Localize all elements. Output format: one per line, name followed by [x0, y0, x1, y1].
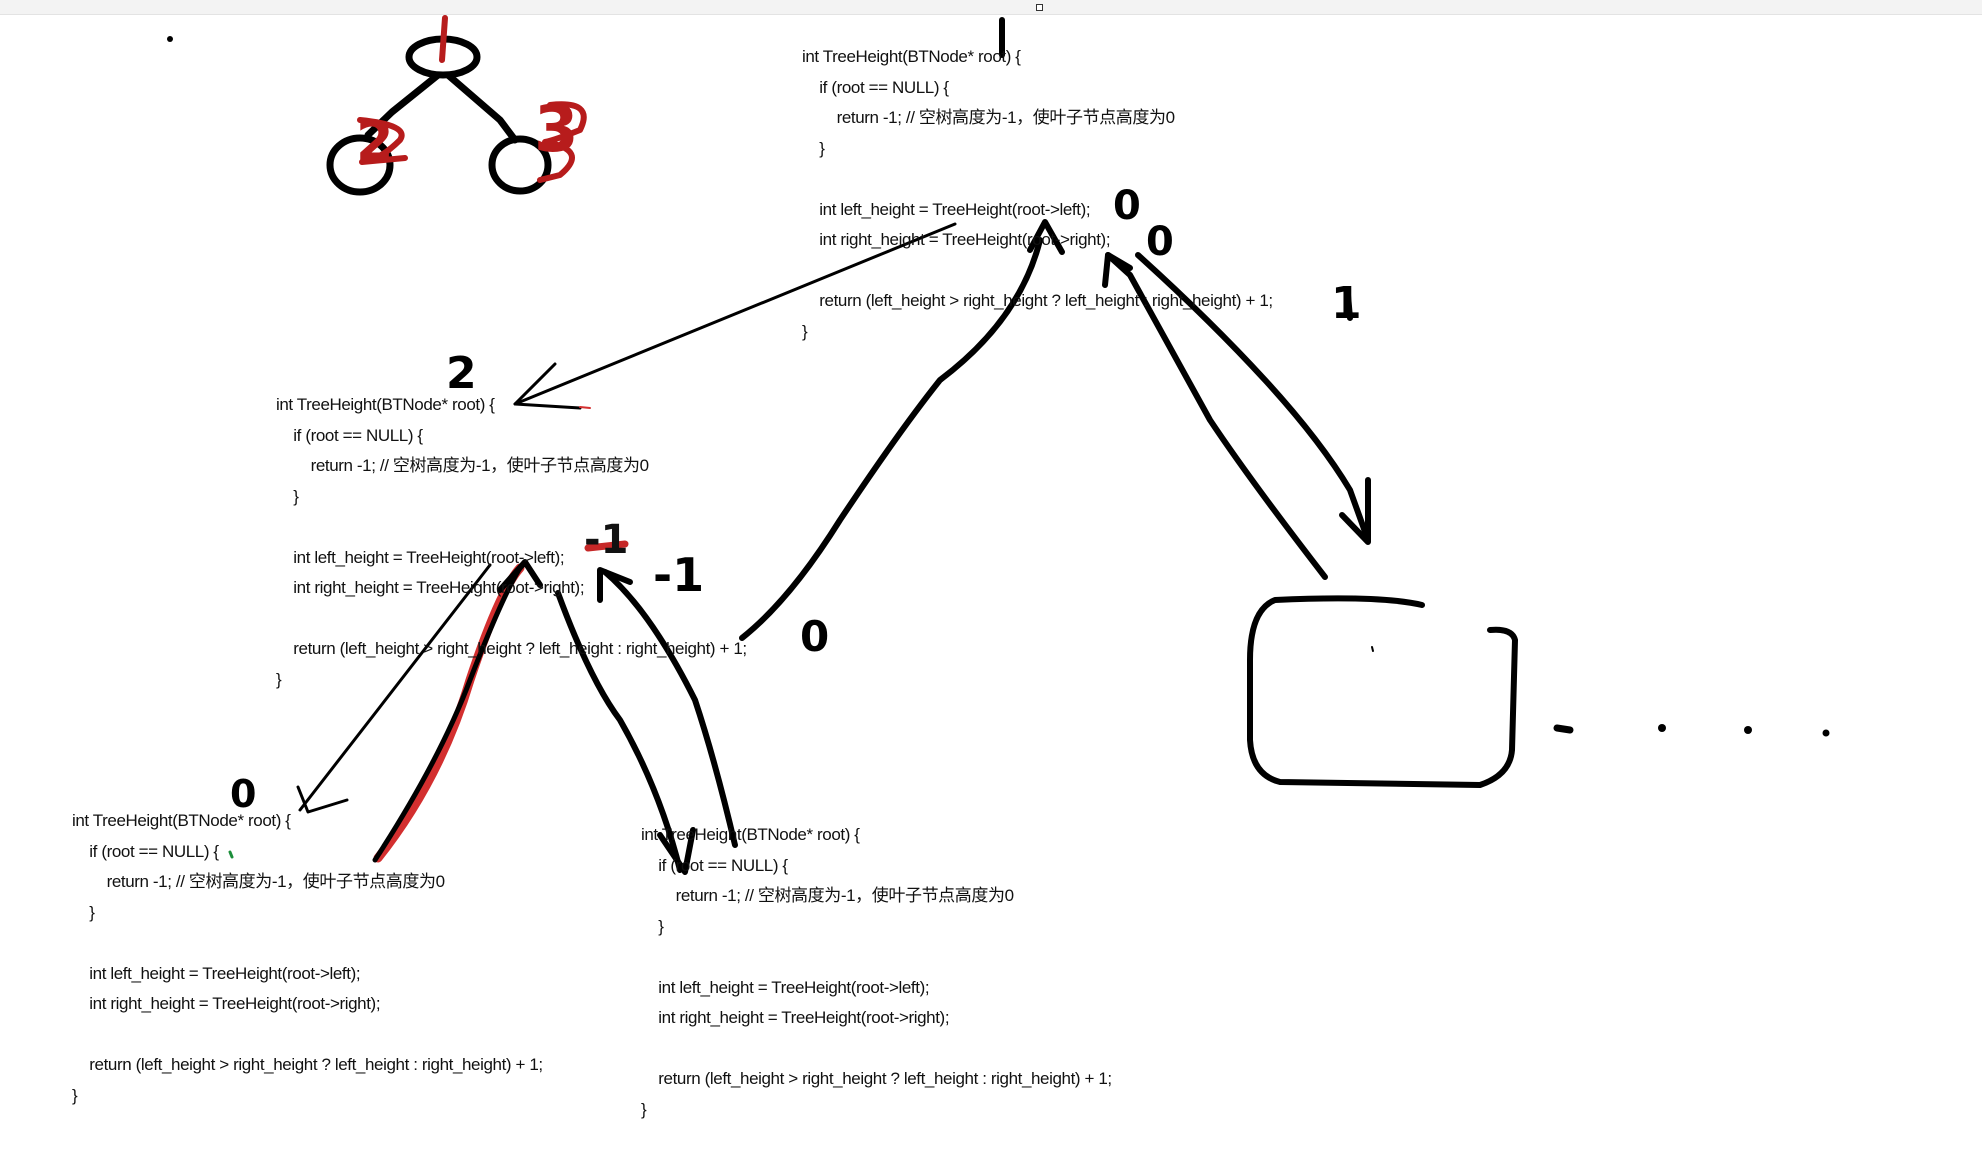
label-top-height: 1	[1331, 278, 1362, 329]
tree-sketch	[326, 15, 587, 196]
code-line-left-call: int left_height = TreeHeight(root->left)…	[802, 199, 1091, 219]
return-arrow-to-top	[739, 237, 1043, 641]
label-middle-right-return: -1	[653, 548, 705, 602]
ellipsis-dot	[1744, 726, 1752, 734]
ink-dot	[167, 36, 173, 42]
window-title-bar	[0, 0, 1982, 15]
code-line-close-if: }	[276, 486, 299, 506]
code-line-close-function: }	[276, 669, 282, 689]
return-arrow-right-subtree	[1105, 252, 1328, 580]
code-line-close-if: }	[641, 916, 664, 936]
code-line-left-call: int left_height = TreeHeight(root->left)…	[276, 547, 565, 567]
code-line-left-call: int left_height = TreeHeight(root->left)…	[72, 963, 361, 983]
code-line-signature: int TreeHeight(BTNode* root) {	[72, 811, 291, 830]
call-arrow-right-child	[555, 590, 683, 873]
right-subtree-placeholder	[1247, 595, 1518, 788]
ellipsis-dot	[1822, 729, 1830, 737]
code-block-top: int TreeHeight(BTNode* root) { if (root …	[802, 42, 1273, 347]
label-middle-result: 2	[446, 348, 477, 399]
code-block-bottom-right: int TreeHeight(BTNode* root) { if (root …	[641, 820, 1112, 1125]
return-arrow-right-child	[602, 569, 738, 848]
label-top-right-return: 0	[1146, 219, 1174, 265]
label-middle-zero: 0	[800, 612, 830, 661]
code-line-blank	[641, 942, 1112, 973]
code-line-blank	[802, 164, 1273, 195]
code-line-close-function: }	[641, 1099, 647, 1119]
code-line-return-base: return -1; // 空树高度为-1，使叶子节点高度为0	[276, 456, 649, 475]
code-line-null-check: if (root == NULL) {	[276, 425, 423, 445]
code-line-blank	[802, 256, 1273, 287]
label-middle-left-return: -1	[584, 517, 629, 563]
code-line-return-base: return -1; // 空树高度为-1，使叶子节点高度为0	[802, 108, 1175, 127]
label-tree-node-3: 3	[534, 93, 579, 167]
code-line-blank	[72, 928, 543, 959]
code-line-return-max: return (left_height > right_height ? lef…	[641, 1069, 1112, 1088]
code-line-blank	[72, 1020, 543, 1051]
code-line-close-if: }	[72, 902, 95, 922]
code-line-close-if: }	[802, 138, 825, 158]
code-line-return-base: return -1; // 空树高度为-1，使叶子节点高度为0	[641, 886, 1014, 905]
code-line-signature: int TreeHeight(BTNode* root) {	[802, 47, 1021, 66]
code-line-null-check: if (root == NULL) {	[641, 855, 788, 875]
code-line-right-call: int right_height = TreeHeight(root->righ…	[276, 578, 585, 597]
call-arrow-bottom-left	[298, 563, 492, 812]
code-line-right-call: int right_height = TreeHeight(root->righ…	[72, 994, 381, 1013]
ellipsis-dot	[1553, 724, 1574, 734]
code-line-null-check: if (root == NULL) {	[72, 841, 219, 861]
code-line-return-max: return (left_height > right_height ? lef…	[72, 1055, 543, 1074]
code-line-signature: int TreeHeight(BTNode* root) {	[641, 825, 860, 844]
resize-handle-icon[interactable]	[1036, 4, 1043, 11]
mark	[1345, 292, 1353, 321]
mark-red	[584, 540, 629, 552]
ellipsis-dot	[1658, 724, 1666, 732]
code-line-return-max: return (left_height > right_height ? lef…	[276, 639, 747, 658]
code-line-return-base: return -1; // 空树高度为-1，使叶子节点高度为0	[72, 872, 445, 891]
code-line-return-max: return (left_height > right_height ? lef…	[802, 291, 1273, 310]
code-block-bottom-left: int TreeHeight(BTNode* root) { if (root …	[72, 806, 543, 1111]
code-block-middle: int TreeHeight(BTNode* root) { if (root …	[276, 390, 747, 695]
code-line-close-function: }	[72, 1085, 78, 1105]
label-bottom-left-result: 0	[230, 772, 257, 816]
label-tree-node-2: 2	[356, 110, 394, 173]
code-line-signature: int TreeHeight(BTNode* root) {	[276, 395, 495, 414]
code-line-left-call: int left_height = TreeHeight(root->left)…	[641, 977, 930, 997]
call-arrow-right-subtree	[1135, 252, 1371, 543]
call-arrow-left	[513, 222, 957, 406]
code-line-close-function: }	[802, 321, 808, 341]
code-line-blank	[276, 512, 747, 543]
code-line-blank	[641, 1034, 1112, 1065]
code-line-right-call: int right_height = TreeHeight(root->righ…	[641, 1008, 950, 1027]
code-line-blank	[276, 604, 747, 635]
mark-green	[228, 850, 234, 859]
code-line-right-call: int right_height = TreeHeight(root->righ…	[802, 230, 1111, 249]
code-line-null-check: if (root == NULL) {	[802, 77, 949, 97]
label-top-left-return: 0	[1113, 183, 1141, 229]
